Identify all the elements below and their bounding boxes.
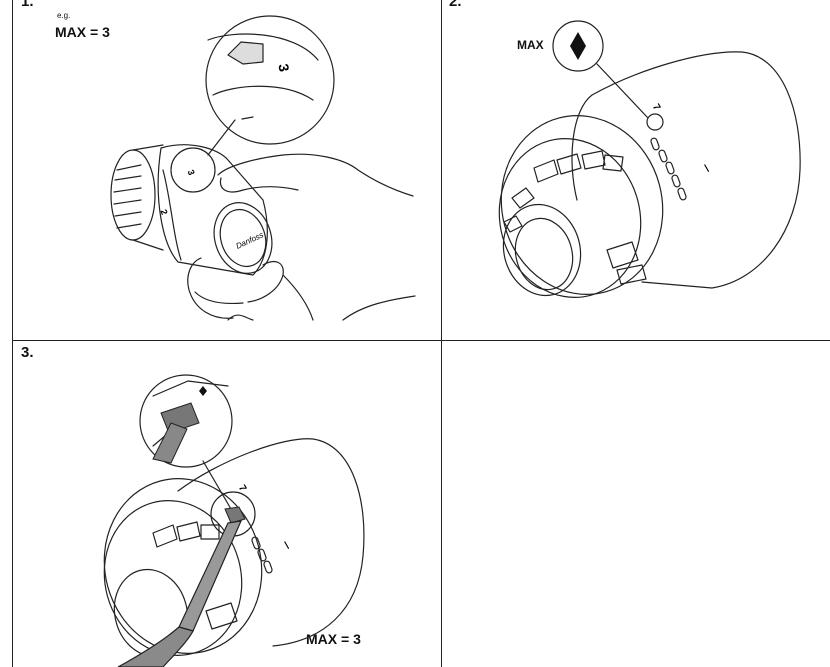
screwdriver-icon bbox=[117, 402, 246, 667]
grid-left-border bbox=[12, 0, 13, 667]
max-equals-3-label: MAX = 3 bbox=[55, 24, 110, 40]
dial-mark-3: 3 bbox=[186, 168, 197, 176]
panel-empty bbox=[442, 341, 830, 667]
thermostat-side-illustration: 7 I bbox=[498, 20, 801, 298]
magnifier-callout bbox=[139, 374, 233, 468]
dial-mark-7: 7 bbox=[650, 102, 663, 113]
panel-step-2: 2. MAX bbox=[442, 0, 830, 340]
step-number-3: 3. bbox=[21, 344, 34, 361]
max-equals-3-label-step3: MAX = 3 bbox=[306, 631, 361, 647]
thermostat-screwdriver-illustration: 7 I bbox=[103, 374, 365, 667]
grid-horizontal-divider bbox=[12, 340, 830, 341]
step-number-1: 1. bbox=[21, 0, 34, 10]
brand-logo-script: Danfoss bbox=[234, 230, 264, 251]
magnifier-number-3: 3 bbox=[275, 62, 292, 73]
dial-mark-7-step3: 7 bbox=[236, 483, 249, 494]
panel-step-1: 1. e.g. MAX = 3 bbox=[13, 0, 441, 340]
eg-label: e.g. bbox=[57, 11, 71, 20]
panel-step-3: 3. MAX = 3 bbox=[13, 341, 441, 667]
diamond-icon bbox=[570, 32, 586, 60]
thermostat-hand-illustration: 3 3 2 Danfoss bbox=[110, 15, 416, 321]
max-diamond-callout bbox=[552, 20, 604, 72]
dial-mark-I-step3: I bbox=[282, 538, 292, 552]
step-number-2: 2. bbox=[449, 0, 462, 10]
dial-mark-I: I bbox=[702, 161, 712, 175]
max-label: MAX bbox=[517, 38, 544, 52]
magnifier-diamond-icon bbox=[199, 386, 207, 396]
grid-vertical-divider bbox=[441, 0, 442, 667]
dial-mark-2: 2 bbox=[159, 208, 170, 216]
